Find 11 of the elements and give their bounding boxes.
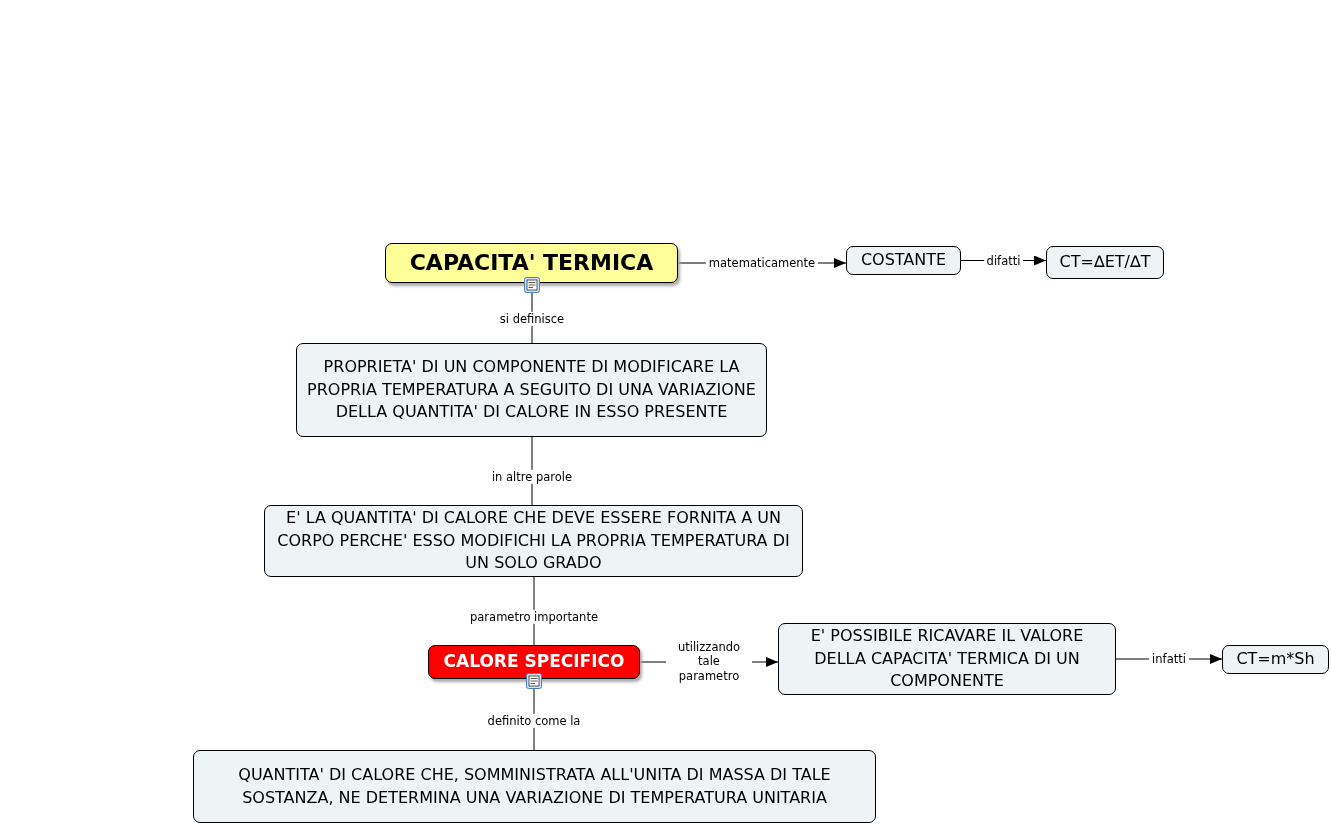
concept-box: PROPRIETA' DI UN COMPONENTE DI MODIFICARE LA PROPRIA TEMPERATURA A SEGUITO DI UNA VARIAZIONE DELLA QUANTITA' DI CALORE IN ESSO PRESENTE xyxy=(296,343,767,437)
edge-label: utilizzando tale parametro xyxy=(666,640,752,684)
topic-box: CALORE SPECIFICO xyxy=(428,645,640,679)
concept-box: QUANTITA' DI CALORE CHE, SOMMINISTRATA ALL'UNITA DI MASSA DI TALE SOSTANZA, NE DETERMINA UNA VARIAZIONE DI TEMPERATURA UNITARIA xyxy=(193,750,876,823)
edge-label: difatti xyxy=(983,253,1024,268)
concept-box: E' POSSIBILE RICAVARE IL VALORE DELLA CAPACITA' TERMICA DI UN COMPONENTE xyxy=(778,623,1116,695)
concept-box: CT=m*Sh xyxy=(1222,645,1329,674)
concept-box: CT=∆ET/∆T xyxy=(1046,246,1164,279)
topic-box: CAPACITA' TERMICA xyxy=(385,243,678,283)
concept-box: COSTANTE xyxy=(846,246,961,275)
concept-box: E' LA QUANTITA' DI CALORE CHE DEVE ESSERE FORNITA A UN CORPO PERCHE' ESSO MODIFICHI LA PROPRIA TEMPERATURA DI UN SOLO GRADO xyxy=(264,505,803,577)
